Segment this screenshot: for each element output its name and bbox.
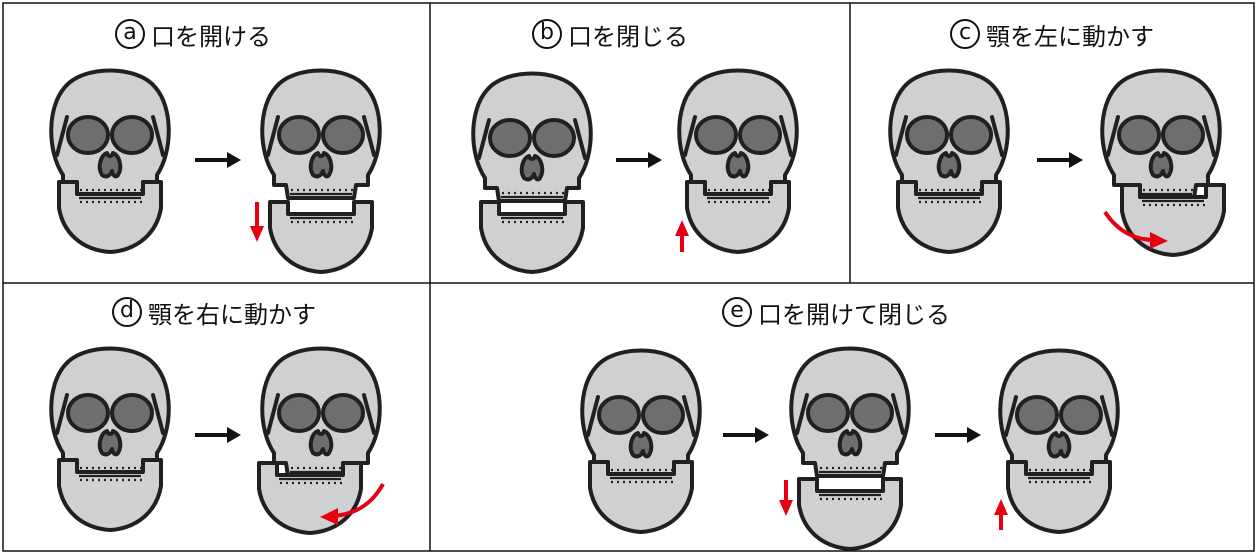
panel-e-title-text: 口を開けて閉じる xyxy=(758,295,950,330)
jaw-icon xyxy=(687,182,789,252)
jaw-icon xyxy=(259,463,361,533)
panel-e-figures xyxy=(582,349,1118,550)
panel-a-figures xyxy=(51,71,380,273)
arrow-right-icon xyxy=(616,152,662,168)
skull-icon xyxy=(262,349,380,477)
panel-d-letter: d xyxy=(112,297,142,327)
jaw-icon xyxy=(590,462,692,532)
skull-icon xyxy=(582,351,700,479)
arrow-right-icon xyxy=(935,427,981,443)
skull-icon xyxy=(51,349,169,477)
panel-c-figures xyxy=(890,71,1224,256)
panel-b-letter: b xyxy=(532,19,562,49)
panel-d-title-text: 顎を右に動かす xyxy=(148,295,316,330)
panel-b-figures xyxy=(473,71,797,273)
panel-a-title-text: 口を開ける xyxy=(151,17,271,52)
panel-a-title: a 口を開ける xyxy=(115,14,271,54)
arrow-down-icon xyxy=(779,480,793,516)
arrow-up-icon xyxy=(675,220,689,252)
panel-c-title: c 顎を左に動かす xyxy=(950,14,1154,54)
panel-e-title: e 口を開けて閉じる xyxy=(722,292,950,332)
panel-e-letter: e xyxy=(722,297,752,327)
arrow-right-icon xyxy=(723,427,769,443)
panel-c-letter: c xyxy=(950,19,980,49)
panel-d-figures xyxy=(51,349,383,534)
panel-b-title: b 口を閉じる xyxy=(532,14,688,54)
arrow-right-icon xyxy=(195,427,241,443)
skull-icon xyxy=(1102,71,1220,199)
jaw-icon xyxy=(59,460,161,530)
skull-icon xyxy=(791,349,909,477)
arrow-right-icon xyxy=(1037,152,1083,168)
jaw-icon xyxy=(1122,185,1224,255)
arrow-down-icon xyxy=(250,202,264,242)
jaw-icon xyxy=(898,182,1000,252)
panel-d-title: d 顎を右に動かす xyxy=(112,292,316,332)
jaw-icon xyxy=(1008,462,1110,532)
jaw-icon xyxy=(270,202,372,272)
skull-icon xyxy=(473,74,591,202)
jaw-icon xyxy=(799,479,901,549)
skull-icon xyxy=(262,71,380,199)
jaw-icon xyxy=(481,202,583,272)
panel-b-title-text: 口を閉じる xyxy=(568,17,688,52)
skull-icon xyxy=(890,71,1008,199)
panel-a-letter: a xyxy=(115,19,145,49)
arrow-up-icon xyxy=(994,499,1008,530)
skull-icon xyxy=(679,71,797,199)
skull-icon xyxy=(1000,351,1118,479)
skull-icon xyxy=(51,71,169,199)
panel-c-title-text: 顎を左に動かす xyxy=(986,17,1154,52)
jaw-icon xyxy=(59,182,161,252)
arrow-right-icon xyxy=(195,152,241,168)
